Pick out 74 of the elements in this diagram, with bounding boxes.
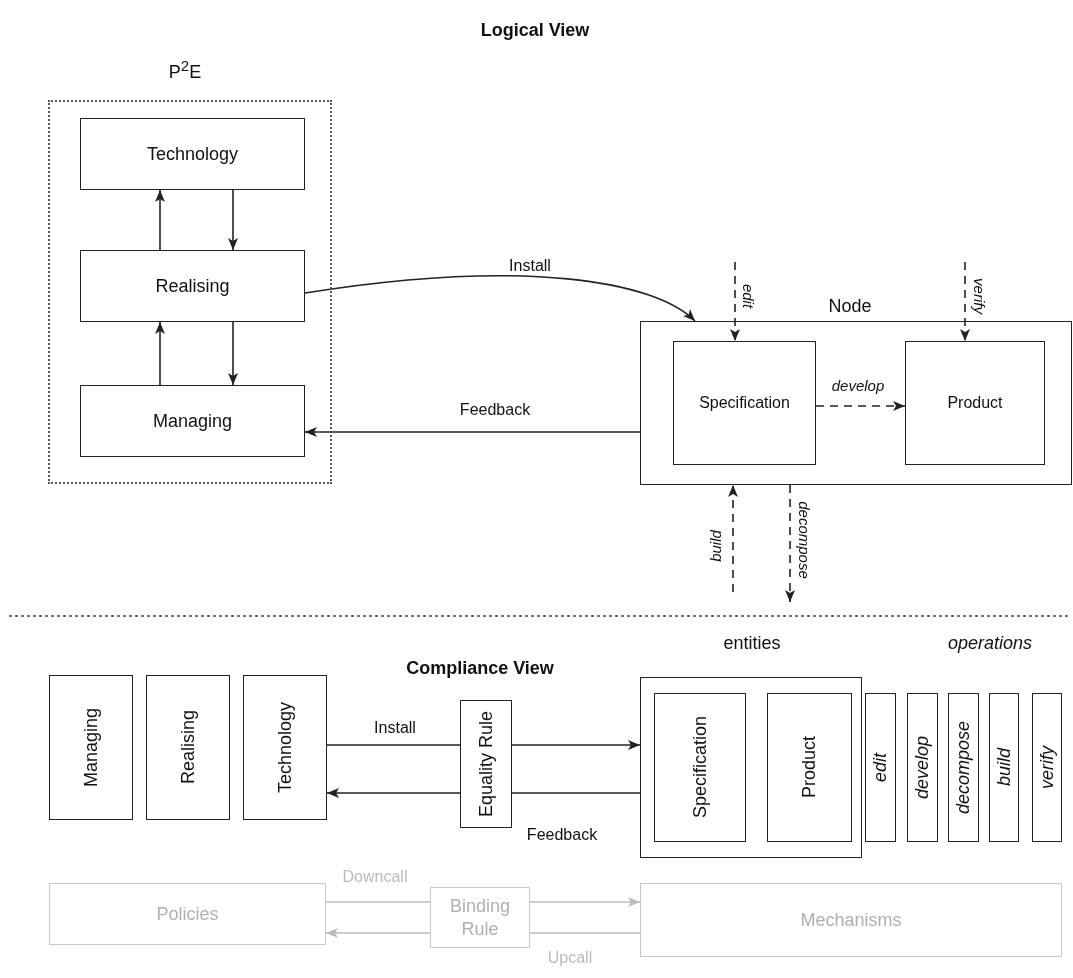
- vertical-box: [767, 693, 852, 842]
- vertical-box: [948, 693, 979, 842]
- vertical-box: [989, 693, 1019, 842]
- box-label: verify: [1036, 746, 1058, 789]
- arrow: [511, 740, 641, 750]
- vertical-box: [907, 693, 938, 842]
- arrow: [228, 321, 238, 386]
- process-box: [673, 341, 816, 465]
- edge-label: edit: [739, 282, 757, 311]
- box-label: Managing: [80, 707, 102, 788]
- box-label: Equality Rule: [474, 709, 497, 820]
- box-label: build: [993, 748, 1015, 787]
- box-label: Technology: [274, 701, 296, 794]
- box-label: Specification: [699, 394, 790, 412]
- edge-label: verify: [970, 277, 988, 316]
- arrow: [325, 928, 431, 938]
- arrow: [326, 788, 461, 798]
- box-label: Realising: [155, 275, 230, 297]
- vertical-box: [654, 693, 746, 842]
- section-heading: Compliance View: [406, 657, 554, 679]
- vertical-box: [460, 700, 512, 828]
- arrow: [304, 275, 696, 322]
- process-box: [430, 887, 530, 948]
- edge-label: Install: [508, 257, 552, 275]
- box-label: Product: [799, 736, 820, 799]
- edge-label: Downcall: [341, 868, 409, 886]
- box-label: Managing: [152, 410, 233, 432]
- vertical-box: [1032, 693, 1062, 842]
- connector-line: [325, 901, 431, 903]
- edge-label: decompose: [795, 500, 813, 581]
- edge-label: Upcall: [546, 949, 594, 967]
- group-heading: entities: [723, 632, 781, 654]
- group-heading: P$^{2}$E: [168, 57, 202, 83]
- box-label: decompose: [953, 720, 974, 815]
- box-label: Realising: [177, 710, 199, 785]
- connector-line: [529, 932, 641, 934]
- box-label: Technology: [146, 143, 239, 165]
- dashed-arrow: [815, 401, 906, 411]
- arrow: [155, 189, 165, 251]
- group-heading: Node: [828, 295, 872, 317]
- group-heading: operations: [947, 632, 1033, 654]
- dashed-arrow: [785, 484, 795, 603]
- diagram-title: Logical View: [480, 19, 590, 41]
- box-label: develop: [912, 735, 933, 800]
- arrow: [529, 897, 641, 907]
- box-label: edit: [870, 753, 891, 782]
- vertical-box: [49, 675, 133, 820]
- edge-label: develop: [830, 376, 886, 394]
- arrow: [228, 189, 238, 251]
- box-label: Product: [947, 394, 1003, 412]
- process-box: [640, 883, 1062, 957]
- box-label: Mechanisms: [800, 909, 902, 931]
- process-box: [80, 250, 305, 322]
- arrow: [304, 427, 641, 437]
- process-box: [49, 883, 326, 945]
- box-label: Specification: [689, 716, 711, 819]
- edge-label: Install: [373, 719, 417, 737]
- connector-line: [511, 792, 641, 794]
- connector-line: [326, 744, 461, 746]
- edge-label: Feedback: [525, 826, 599, 844]
- box-label: Binding Rule: [448, 895, 511, 940]
- process-box: [80, 118, 305, 190]
- vertical-box: [865, 693, 896, 842]
- edge-label: Feedback: [458, 401, 532, 419]
- box-label: Policies: [156, 903, 219, 925]
- dashed-arrow: [960, 261, 970, 342]
- edge-label: build: [706, 528, 724, 564]
- vertical-box: [146, 675, 230, 820]
- process-box: [80, 385, 305, 457]
- vertical-box: [243, 675, 327, 820]
- arrow: [155, 321, 165, 386]
- dashed-arrow: [730, 261, 740, 342]
- dashed-arrow: [728, 484, 738, 593]
- process-box: [905, 341, 1045, 465]
